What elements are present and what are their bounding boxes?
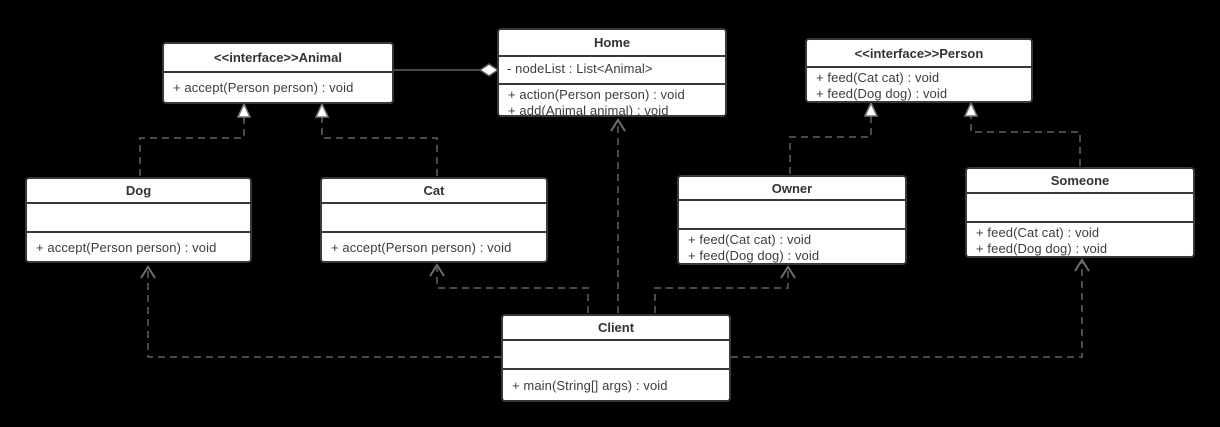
class-owner-title: Owner bbox=[679, 177, 905, 201]
class-owner[interactable]: Owner + feed(Cat cat) : void + feed(Dog … bbox=[677, 175, 907, 265]
class-owner-methods: + feed(Cat cat) : void + feed(Dog dog) :… bbox=[679, 230, 905, 263]
dependency-arrow bbox=[140, 265, 156, 279]
dependency-arrow bbox=[610, 118, 626, 132]
method-row: + feed(Dog dog) : void bbox=[688, 248, 820, 263]
dependency-arrow bbox=[780, 265, 796, 279]
class-animal[interactable]: <<interface>>Animal + accept(Person pers… bbox=[162, 42, 394, 104]
method-row: + main(String[] args) : void bbox=[512, 377, 668, 393]
class-cat[interactable]: Cat + accept(Person person) : void bbox=[320, 177, 548, 263]
dependency-client-home[interactable] bbox=[610, 118, 626, 313]
class-dog-methods: + accept(Person person) : void bbox=[27, 233, 250, 261]
dependency-arrow bbox=[1074, 258, 1090, 272]
class-cat-attributes bbox=[322, 204, 546, 233]
class-person[interactable]: <<interface>>Person + feed(Cat cat) : vo… bbox=[805, 38, 1033, 103]
method-row: + feed(Cat cat) : void bbox=[976, 225, 1100, 240]
class-dog-title: Dog bbox=[27, 179, 250, 204]
class-someone[interactable]: Someone + feed(Cat cat) : void + feed(Do… bbox=[965, 167, 1195, 258]
method-row: + feed(Dog dog) : void bbox=[816, 86, 948, 101]
realization-owner-person[interactable] bbox=[789, 101, 879, 174]
class-animal-methods: + accept(Person person) : void bbox=[164, 73, 392, 102]
dependency-client-dog[interactable] bbox=[140, 265, 501, 358]
class-client-attributes bbox=[503, 341, 729, 370]
realization-arrow bbox=[963, 101, 979, 117]
method-row: + action(Person person) : void bbox=[508, 87, 685, 102]
class-home-methods: + action(Person person) : void + add(Ani… bbox=[499, 85, 725, 115]
class-someone-title: Someone bbox=[967, 169, 1193, 194]
method-row: + add(Animal animal) : void bbox=[508, 103, 669, 115]
aggregation-diamond bbox=[478, 63, 500, 77]
realization-arrow bbox=[314, 102, 330, 118]
class-person-methods: + feed(Cat cat) : void + feed(Dog dog) :… bbox=[807, 68, 1031, 101]
class-home[interactable]: Home - nodeList : List<Animal> + action(… bbox=[497, 28, 727, 117]
class-owner-attributes bbox=[679, 201, 905, 230]
aggregation-home-animal[interactable] bbox=[394, 63, 500, 77]
method-row: + accept(Person person) : void bbox=[331, 239, 512, 255]
realization-cat-animal[interactable] bbox=[314, 102, 438, 176]
class-client[interactable]: Client + main(String[] args) : void bbox=[501, 314, 731, 402]
class-someone-attributes bbox=[967, 194, 1193, 223]
realization-someone-person[interactable] bbox=[963, 101, 1081, 166]
realization-dog-animal[interactable] bbox=[139, 102, 252, 176]
class-home-title: Home bbox=[499, 30, 725, 57]
realization-arrow bbox=[863, 101, 879, 117]
class-person-title: <<interface>>Person bbox=[807, 40, 1031, 68]
method-row: + feed(Cat cat) : void bbox=[688, 232, 812, 247]
dependency-client-cat[interactable] bbox=[429, 263, 589, 313]
method-row: + accept(Person person) : void bbox=[173, 80, 354, 95]
class-client-methods: + main(String[] args) : void bbox=[503, 370, 729, 400]
dependency-client-someone[interactable] bbox=[731, 258, 1090, 358]
realization-arrow bbox=[236, 102, 252, 118]
method-row: + feed(Dog dog) : void bbox=[976, 241, 1108, 256]
class-home-attributes: - nodeList : List<Animal> bbox=[499, 57, 725, 85]
attribute-row: - nodeList : List<Animal> bbox=[507, 61, 653, 76]
class-client-title: Client bbox=[503, 316, 729, 341]
dependency-arrow bbox=[429, 263, 445, 277]
class-animal-title: <<interface>>Animal bbox=[164, 44, 392, 73]
dependency-client-owner[interactable] bbox=[654, 265, 796, 313]
class-cat-methods: + accept(Person person) : void bbox=[322, 233, 546, 261]
class-dog[interactable]: Dog + accept(Person person) : void bbox=[25, 177, 252, 263]
class-someone-methods: + feed(Cat cat) : void + feed(Dog dog) :… bbox=[967, 223, 1193, 256]
method-row: + feed(Cat cat) : void bbox=[816, 70, 940, 85]
method-row: + accept(Person person) : void bbox=[36, 239, 217, 255]
class-dog-attributes bbox=[27, 204, 250, 233]
class-cat-title: Cat bbox=[322, 179, 546, 204]
